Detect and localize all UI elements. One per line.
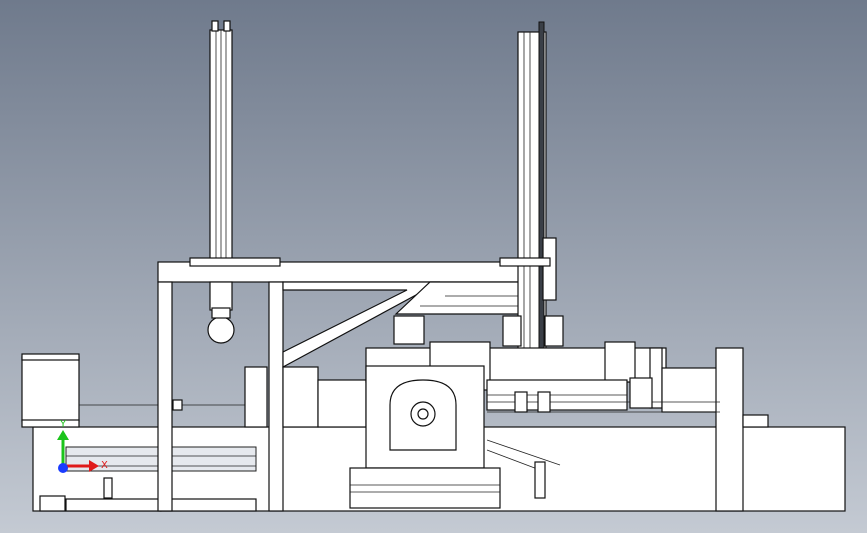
right-carriage-plate bbox=[499, 257, 551, 267]
bearing-block-1 bbox=[393, 315, 425, 345]
cabinet-foot bbox=[103, 477, 113, 499]
left-column-cap-b bbox=[223, 20, 231, 32]
right-drum bbox=[661, 367, 718, 413]
triad-y-arrow bbox=[57, 430, 69, 440]
triad-origin bbox=[58, 463, 68, 473]
right-tower bbox=[715, 347, 744, 512]
control-cabinet bbox=[21, 356, 80, 422]
spindle-tube-right bbox=[604, 341, 636, 383]
rear-body-left bbox=[244, 366, 268, 428]
triad-x-arrow bbox=[89, 460, 99, 472]
control-cabinet-top bbox=[21, 353, 80, 361]
chute-line-1 bbox=[486, 449, 541, 471]
gantry-mid-leg bbox=[268, 281, 284, 512]
bearing-block-2 bbox=[502, 315, 522, 347]
rail-stop-block bbox=[172, 399, 183, 411]
chute-line-2 bbox=[486, 439, 561, 466]
gantry-left-leg bbox=[157, 281, 173, 512]
conveyor-roller-2 bbox=[537, 391, 551, 413]
base-foot-left bbox=[39, 495, 66, 512]
left-gripper-block bbox=[211, 307, 231, 319]
left-gripper-ring bbox=[207, 316, 235, 344]
left-carriage-plate bbox=[189, 257, 281, 267]
triad-x-label: X bbox=[101, 460, 108, 471]
left-column-lower bbox=[209, 281, 233, 311]
control-cabinet-shelf bbox=[21, 419, 80, 428]
right-column-rail bbox=[538, 21, 545, 373]
triad-y-label: Y bbox=[59, 419, 67, 430]
left-column-cap-a bbox=[211, 20, 219, 32]
conveyor-roller-1 bbox=[514, 391, 528, 413]
chute-cylinder bbox=[534, 461, 546, 499]
right-tail-block bbox=[742, 414, 769, 428]
right-column-carriage bbox=[542, 237, 557, 301]
rear-spindle-housing bbox=[317, 379, 367, 428]
conveyor-roller-3 bbox=[629, 377, 653, 409]
bearing-block-3 bbox=[544, 315, 564, 347]
rear-body-frame bbox=[282, 366, 319, 428]
central-hub-inner bbox=[417, 408, 429, 420]
coordinate-triad: X Y bbox=[57, 419, 108, 473]
central-base-frame bbox=[349, 467, 501, 509]
